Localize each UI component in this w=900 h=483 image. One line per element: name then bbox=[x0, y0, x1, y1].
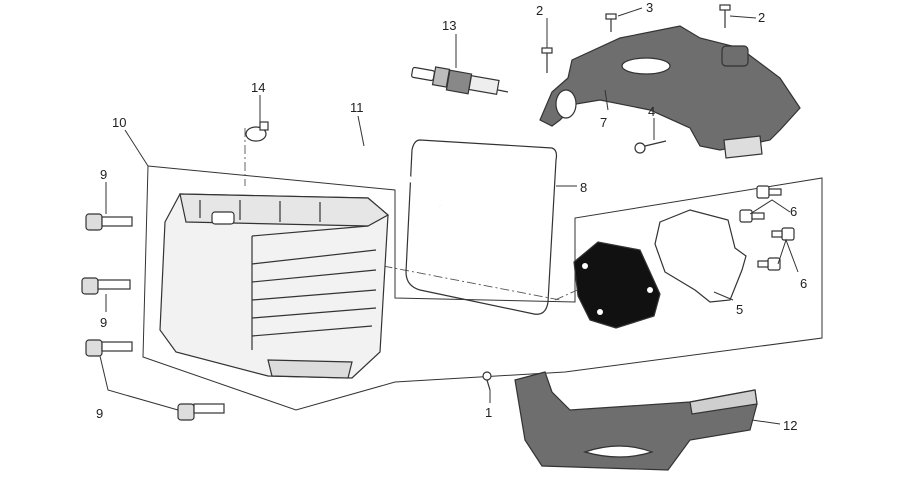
plate-gasket-hole bbox=[582, 263, 588, 269]
bolt-icon bbox=[177, 403, 225, 421]
callout-9: 9 bbox=[100, 315, 107, 330]
callout-3: 3 bbox=[646, 0, 653, 15]
alignment-line bbox=[299, 249, 561, 301]
upper-engine-shroud bbox=[539, 25, 801, 159]
bolt-icon bbox=[739, 209, 765, 223]
bolt-icon bbox=[756, 185, 782, 199]
cover-gasket bbox=[405, 139, 558, 315]
lower-engine-shroud bbox=[514, 371, 758, 471]
bolt-icon bbox=[771, 227, 795, 241]
hose-clamp-icon bbox=[245, 121, 269, 142]
callout-12: 12 bbox=[783, 418, 797, 433]
leader-line bbox=[751, 419, 781, 425]
callout-1: 1 bbox=[485, 405, 492, 420]
callout-7: 7 bbox=[600, 115, 607, 130]
plate-gasket-hole bbox=[597, 309, 603, 315]
callout-11: 11 bbox=[350, 100, 364, 115]
cylinder-head-cover bbox=[159, 193, 390, 379]
bolt-icon bbox=[81, 277, 131, 295]
callout-6: 6 bbox=[790, 204, 797, 219]
spark-plug-icon bbox=[411, 66, 509, 96]
callout-4: 4 bbox=[648, 104, 655, 119]
callout-9: 9 bbox=[96, 406, 103, 421]
leader-line bbox=[729, 15, 757, 19]
callout-2: 2 bbox=[536, 3, 543, 18]
callout-2: 2 bbox=[758, 10, 765, 25]
callout-5: 5 bbox=[736, 302, 743, 317]
callout-10: 10 bbox=[112, 115, 126, 130]
leader-line bbox=[124, 129, 149, 167]
screw-icon bbox=[541, 47, 553, 73]
breather-hose-inner bbox=[269, 135, 442, 208]
bolt-icon bbox=[85, 339, 133, 357]
plate-gasket bbox=[573, 241, 661, 329]
leader-line bbox=[604, 89, 609, 111]
callout-14: 14 bbox=[251, 80, 265, 95]
callout-9: 9 bbox=[100, 167, 107, 182]
screw-icon bbox=[482, 371, 492, 391]
breather-plate bbox=[654, 209, 747, 303]
screw-icon bbox=[605, 13, 617, 32]
screw-icon bbox=[719, 4, 731, 28]
callout-6: 6 bbox=[800, 276, 807, 291]
leader-line bbox=[749, 199, 791, 215]
callout-8: 8 bbox=[580, 180, 587, 195]
callout-13: 13 bbox=[442, 18, 456, 33]
leader-line bbox=[713, 291, 734, 301]
bolt-icon bbox=[757, 257, 781, 271]
leader-line bbox=[99, 355, 179, 411]
screw-icon bbox=[634, 140, 667, 154]
leader-line bbox=[777, 238, 799, 273]
breather-hose bbox=[269, 137, 441, 207]
leader-line bbox=[357, 115, 365, 147]
leader-line bbox=[617, 7, 643, 17]
bolt-icon bbox=[85, 213, 133, 231]
cylinder-head-cover-frame bbox=[142, 165, 823, 411]
plate-gasket-hole bbox=[647, 287, 653, 293]
